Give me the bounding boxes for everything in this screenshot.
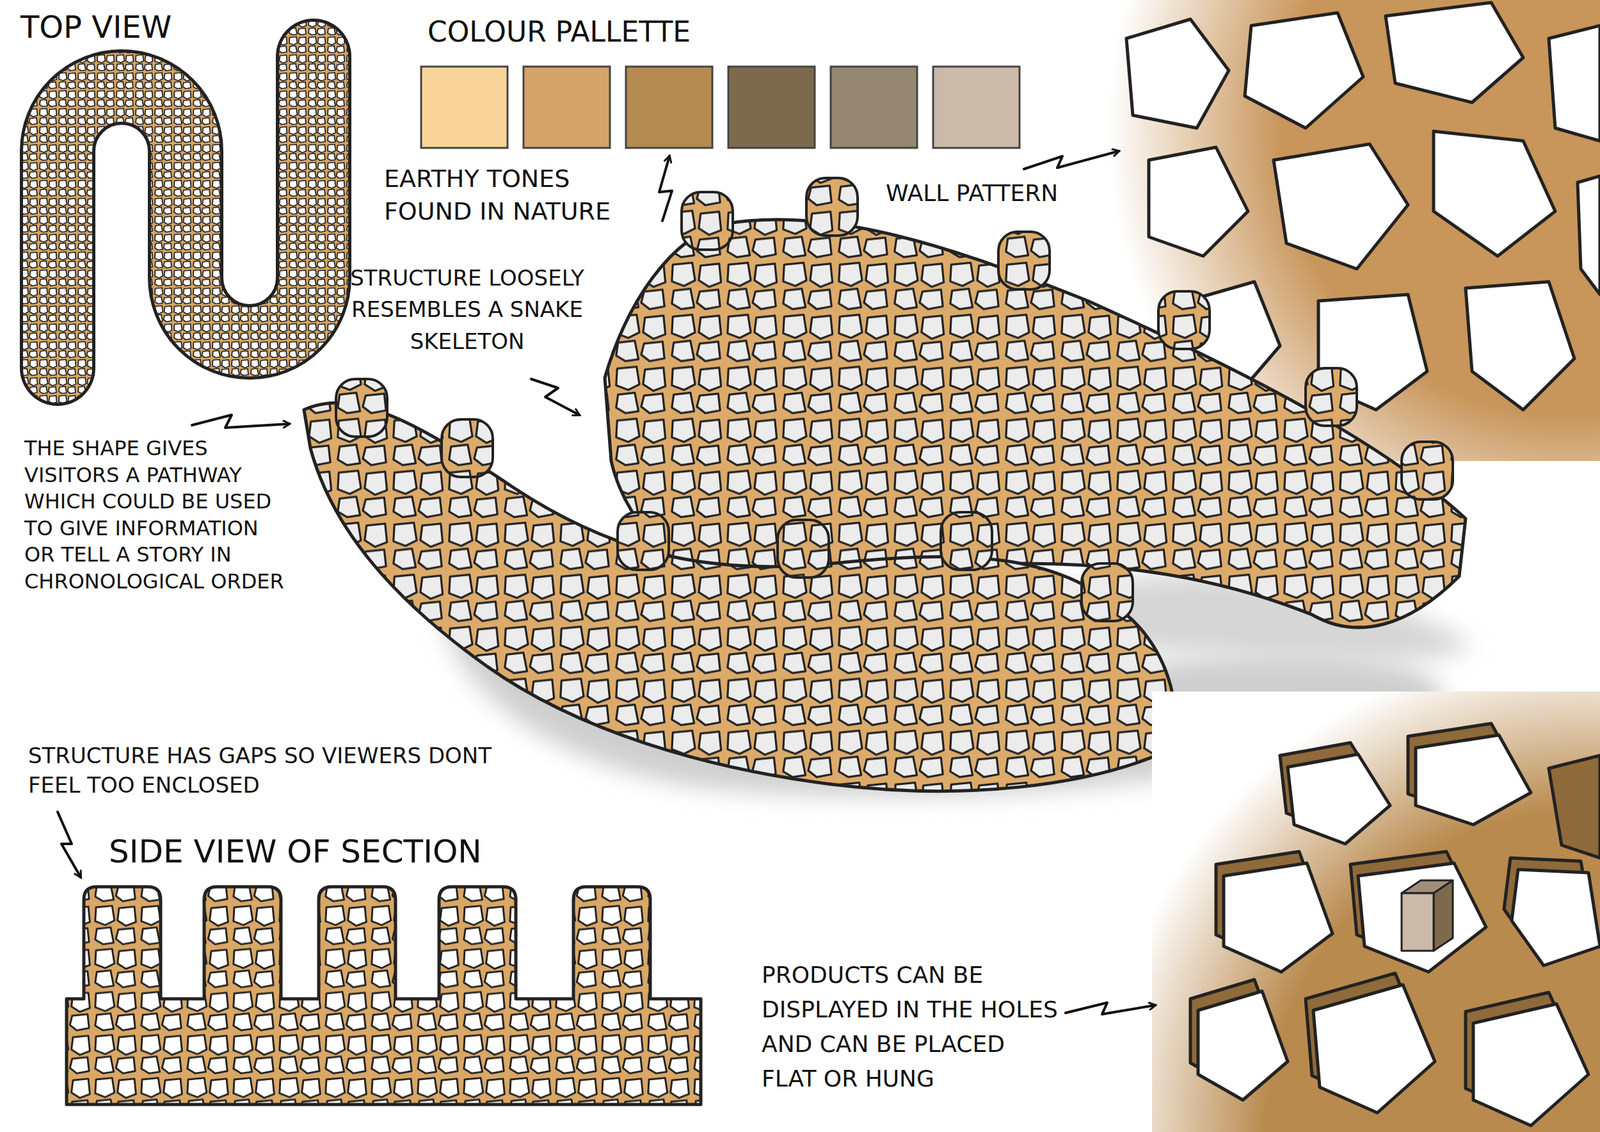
display-hole-detail [1152,691,1600,1132]
label-slot: PRODUCTS CAN BE DISPLAYED IN THE HOLES A… [761,957,1063,1096]
label-slot: EARTHY TONES FOUND IN NATURE [384,162,660,229]
product-box [1401,880,1453,951]
label-slot: STRUCTURE LOOSELY RESEMBLES A SNAKE SKEL… [323,262,612,358]
annotation-note: STRUCTURE LOOSELY RESEMBLES A SNAKE SKEL… [323,262,612,358]
section-heading: COLOUR PALLETTE [427,15,825,50]
top-view-plan [57,56,314,368]
annotation-note: THE SHAPE GIVES VISITORS A PATHWAY WHICH… [24,435,294,596]
annotation-note: EARTHY TONES FOUND IN NATURE [384,162,660,229]
colour-swatches [421,66,1020,148]
view-heading: SIDE VIEW OF SECTION [108,832,685,871]
label-slot: SIDE VIEW OF SECTION [108,832,685,871]
label-slot: COLOUR PALLETTE [427,15,825,50]
annotation-note: STRUCTURE HAS GAPS SO VIEWERS DONT FEEL … [28,741,528,800]
side-view-section [66,886,701,1104]
label-slot: TOP VIEW [20,8,290,47]
annotation-note: PRODUCTS CAN BE DISPLAYED IN THE HOLES A… [761,957,1063,1096]
label-slot: WALL PATTERN [885,179,1097,207]
label-slot: THE SHAPE GIVES VISITORS A PATHWAY WHICH… [24,435,294,596]
annotation-note: WALL PATTERN [885,179,1097,207]
label-slot: STRUCTURE HAS GAPS SO VIEWERS DONT FEEL … [28,741,528,800]
view-heading: TOP VIEW [20,8,290,47]
